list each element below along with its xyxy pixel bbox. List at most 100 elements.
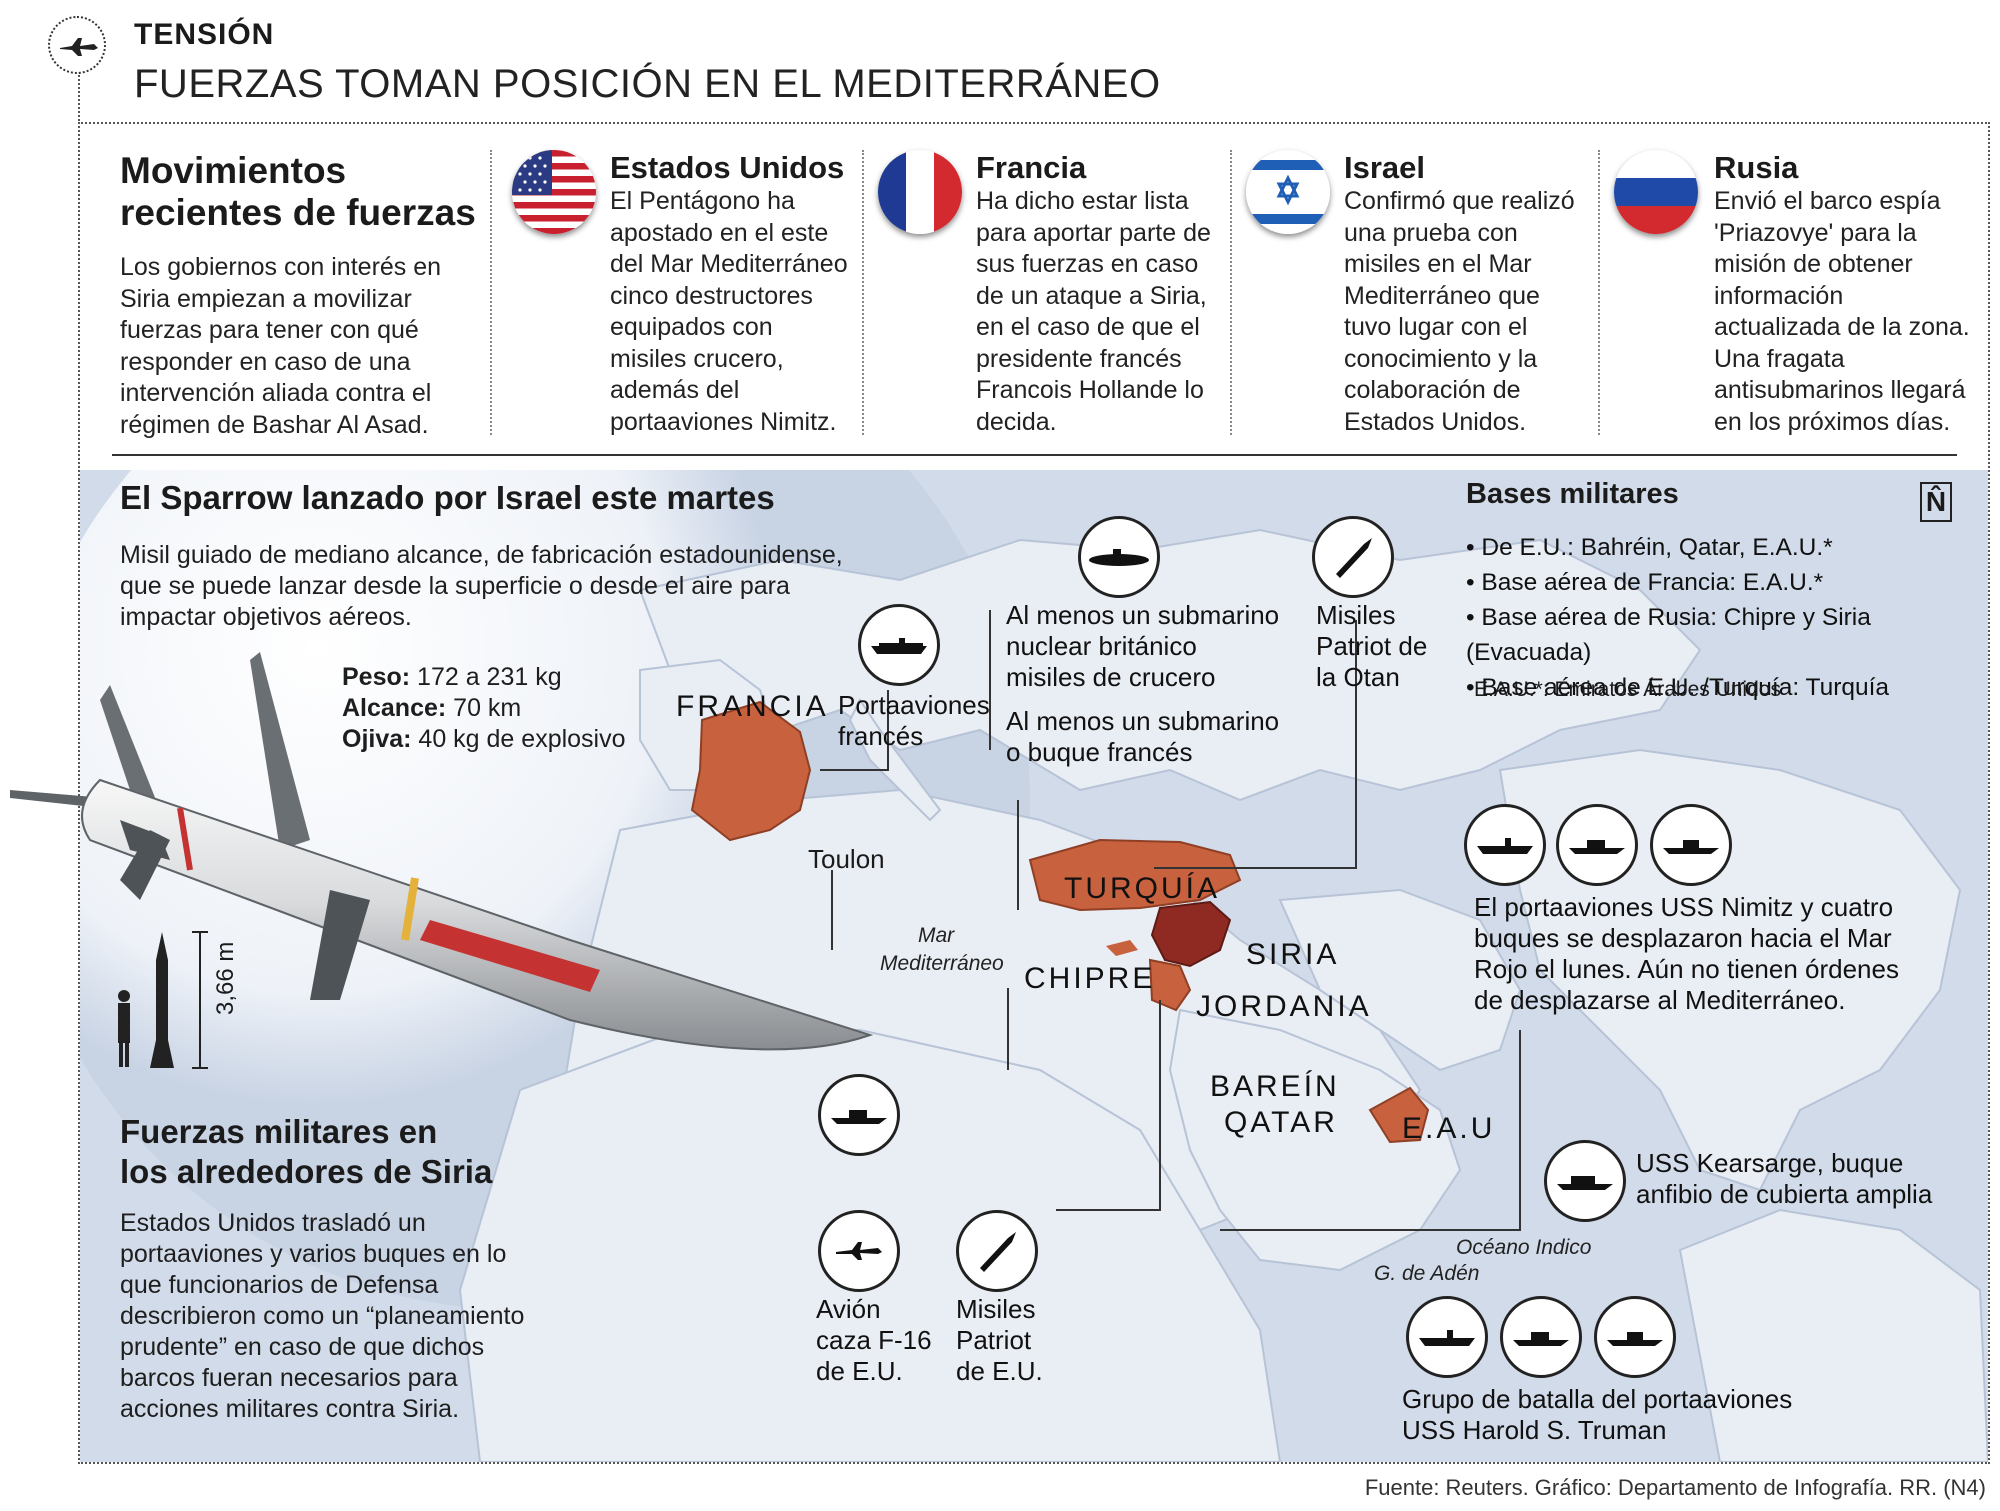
spec-row: Peso: 172 a 231 kg — [342, 663, 562, 691]
country-line: misiles en el Mar — [1344, 250, 1532, 278]
country-line: actualizada de la zona. — [1714, 313, 1970, 341]
turkey-shape — [1028, 838, 1242, 912]
sparrow-description: Misil guiado de mediano alcance, de fabr… — [120, 540, 843, 633]
scale-figure: 3,66 m — [110, 920, 239, 1075]
column-divider — [490, 150, 492, 435]
country-line: tuvo lugar con el — [1344, 313, 1528, 341]
carrier-icon — [858, 604, 940, 686]
country-line: 'Priazovye' para la — [1714, 218, 1917, 247]
destroyer-icon — [1650, 804, 1732, 886]
missile-height-label: 3,66 m — [212, 941, 239, 1015]
missile-icon — [1312, 516, 1394, 598]
country-line: del Mar Mediterráneo — [610, 250, 848, 278]
israel-column: Israel Confirmó que realizó una prueba c… — [1344, 150, 1575, 438]
country-line: misión de obtener — [1714, 250, 1913, 278]
sparrow-title: El Sparrow lanzado por Israel este marte… — [120, 479, 775, 516]
country-line: Mediterráneo que — [1344, 281, 1540, 310]
uae-shape — [1368, 1086, 1430, 1144]
sparrow-line: impactar objetivos aéreos. — [120, 603, 412, 631]
forces-line: portaaviones y varios buques en lo — [120, 1240, 507, 1268]
column-divider — [1598, 150, 1600, 435]
country-line: apostado en el este — [610, 218, 829, 247]
intro-line: fuerzas para tener con qué — [120, 316, 419, 344]
fighter-jet-icon — [818, 1210, 900, 1292]
forces-line: describieron como un “planeamiento — [120, 1302, 525, 1330]
country-line: Estados Unidos. — [1344, 407, 1527, 436]
forces-line: prudente” en caso de que dichos — [120, 1333, 485, 1361]
source-credit: Fuente: Reuters. Gráfico: Departamento d… — [1364, 1475, 1986, 1500]
france-flag-icon — [878, 150, 962, 234]
base-item: • Base aérea de Rusia: Chipre y Siria (E… — [1466, 604, 1871, 666]
forces-line: barcos fueran necesarios para — [120, 1364, 458, 1392]
sparrow-missile-illustration — [10, 652, 874, 1051]
country-line: Una fragata — [1714, 344, 1845, 373]
label-barein: BAREÍN — [1210, 1070, 1340, 1103]
destroyer-icon — [818, 1074, 900, 1156]
intro-title-2: recientes de fuerzas — [120, 192, 476, 233]
label-siria: SIRIA — [1246, 938, 1340, 971]
country-line: una prueba con — [1344, 218, 1518, 247]
country-line: información — [1714, 281, 1844, 310]
country-line: misiles crucero, — [610, 344, 784, 373]
usa-flag-icon — [512, 150, 596, 234]
country-name: Israel — [1344, 150, 1426, 185]
label-jordania: JORDANIA — [1196, 990, 1372, 1023]
russia-column: Rusia Envió el barco espía 'Priazovye' p… — [1714, 150, 1970, 438]
country-line: de un ataque a Siria, — [976, 281, 1207, 310]
country-line: portaaviones Nimitz. — [610, 407, 837, 436]
sparrow-line: que se puede lanzar desde la superficie … — [120, 572, 790, 600]
france-column: Francia Ha dicho estar lista para aporta… — [976, 150, 1211, 438]
country-line: El Pentágono ha — [610, 187, 795, 215]
section-rule — [112, 454, 1957, 456]
label-aden: G. de Adén — [1374, 1262, 1480, 1285]
intro-line: responder en caso de una — [120, 347, 411, 376]
label-francia: FRANCIA — [676, 690, 829, 723]
israel-flag-icon — [1246, 150, 1330, 234]
label-chipre: CHIPRE — [1024, 962, 1156, 995]
base-item: • De E.U.: Bahréin, Qatar, E.A.U.* — [1466, 534, 1833, 561]
country-name: Francia — [976, 150, 1087, 185]
france-shape — [690, 700, 812, 842]
intro-line: Los gobiernos con interés en — [120, 253, 442, 281]
human-scale-icon — [118, 931, 208, 1069]
forces-line: que funcionarios de Defensa — [120, 1271, 439, 1299]
plane-badge — [48, 16, 106, 74]
bases-list: • De E.U.: Bahréin, Qatar, E.A.U.* • Bas… — [1466, 530, 2000, 705]
north-arrow-icon: N̂ — [1920, 482, 1952, 522]
content-frame — [78, 122, 1990, 1464]
label-mediterraneo: Mediterráneo — [880, 952, 1004, 975]
frame-connector — [78, 72, 80, 124]
fighter-jet-icon — [60, 38, 98, 56]
label-qatar: QATAR — [1224, 1106, 1338, 1139]
forces-title-1: Fuerzas militares en — [120, 1113, 438, 1150]
header-kicker: TENSIÓN — [134, 18, 275, 51]
intro-title-1: Movimientos — [120, 150, 347, 191]
jordan-shape — [1148, 958, 1192, 1012]
usa-column: Estados Unidos El Pentágono ha apostado … — [610, 150, 848, 438]
intro-line: Siria empiezan a movilizar — [120, 284, 412, 313]
syria-shape — [1150, 900, 1232, 968]
country-line: Envió el barco espía — [1714, 187, 1941, 215]
country-name: Rusia — [1714, 150, 1799, 185]
country-line: Confirmó que realizó — [1344, 187, 1575, 215]
label-mar: Mar — [918, 924, 955, 947]
destroyer-icon — [1594, 1296, 1676, 1378]
intro-line: intervención aliada contra el — [120, 379, 432, 407]
amphibious-ship-icon — [1544, 1140, 1626, 1222]
forces-line: acciones militares contra Siria. — [120, 1395, 460, 1423]
russia-flag-icon — [1614, 150, 1698, 234]
country-line: para aportar parte de — [976, 218, 1211, 247]
country-line: Francois Hollande lo — [976, 376, 1204, 404]
intro-column: Movimientos recientes de fuerzas Los gob… — [120, 150, 476, 441]
destroyer-icon — [1500, 1296, 1582, 1378]
country-name: Estados Unidos — [610, 150, 845, 185]
missile-icon — [956, 1210, 1038, 1292]
region-map — [80, 470, 1988, 1462]
